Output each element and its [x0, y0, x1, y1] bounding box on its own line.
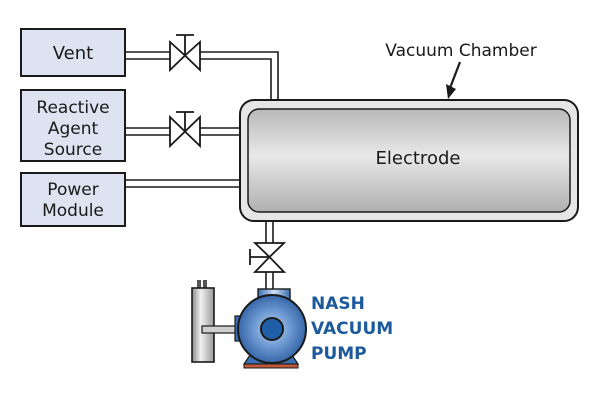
reactive-valve-icon[interactable] — [169, 111, 201, 149]
pump-label-line1: NASH — [311, 294, 365, 314]
vent-label: Vent — [53, 43, 93, 64]
vent-pipe — [125, 51, 279, 100]
separator-cylinder — [191, 287, 215, 363]
power-cable — [125, 179, 240, 188]
power-module-box[interactable]: Power Module — [20, 172, 126, 227]
pump-label-line2: VACUUM — [311, 319, 393, 339]
vent-valve-icon[interactable] — [169, 34, 201, 73]
arrow-icon — [446, 61, 462, 99]
electrode — [247, 108, 571, 213]
power-label-line1: Power — [47, 180, 98, 200]
pump-pipe — [265, 221, 274, 290]
vacuum-chamber-label: Vacuum Chamber — [385, 41, 536, 61]
vacuum-chamber[interactable]: Electrode — [239, 99, 579, 222]
pump-label-line3: PUMP — [311, 344, 367, 364]
pump-valve-icon[interactable] — [249, 242, 287, 273]
reactive-pipe — [125, 127, 240, 136]
reactive-label-line3: Source — [44, 140, 102, 160]
vent-box[interactable]: Vent — [20, 28, 126, 77]
reactive-agent-source-box[interactable]: Reactive Agent Source — [20, 89, 126, 162]
electrode-label: Electrode — [376, 148, 461, 169]
pump-label: NASH VACUUM PUMP — [311, 294, 393, 364]
vacuum-pump-icon[interactable] — [191, 280, 307, 369]
reactive-label-line1: Reactive — [36, 98, 109, 118]
reactive-label-line2: Agent — [48, 119, 99, 139]
power-label-line2: Module — [42, 201, 104, 221]
